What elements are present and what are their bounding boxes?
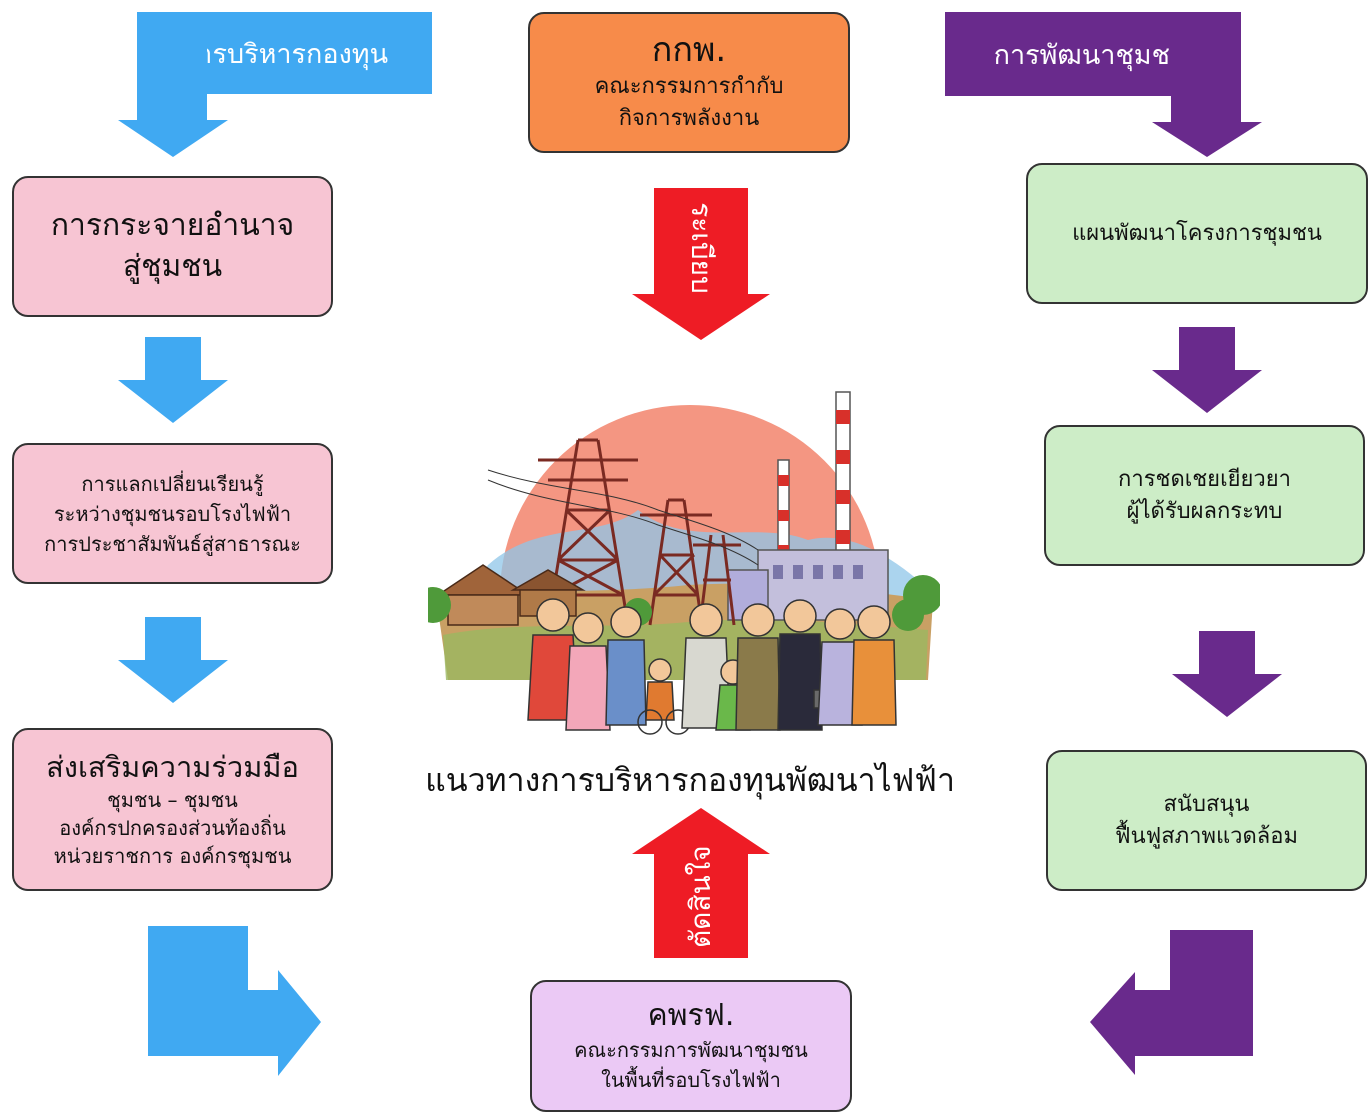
center-top-box-erc: กกพ. คณะกรรมการกำกับ กิจการพลังงาน [528,12,850,153]
center-down-red-arrow-icon [632,188,770,340]
left-box1-line1: การกระจายอำนาจ [50,208,295,243]
right-box3-line1: สนับสนุน [1163,791,1250,817]
left-box3-line2: องค์กรปกครองส่วนท้องถิ่น [59,816,286,841]
right-box3-line2: ฟื้นฟูสภาพแวดล้อม [1115,823,1298,849]
right-box2-line1: การชดเชยเยียวยา [1118,466,1291,492]
left-header-label: การบริหารกองทุน [180,38,389,70]
left-header-down-arrow-icon [118,12,228,157]
right-box2-line2: ผู้ได้รับผลกระทบ [1126,498,1283,524]
left-box3-title: ส่งเสริมความร่วมมือ [46,749,299,784]
right-down-arrow-1-icon [1152,327,1262,413]
right-box-community-plan: แผนพัฒนาโครงการชุมชน [1026,163,1368,304]
right-down-arrow-2-icon [1172,631,1282,717]
left-box2-line3: การประชาสัมพันธ์สู่สาธารณะ [44,531,301,556]
left-box3-line1: ชุมชน – ชุมชน [107,788,238,813]
community-power-plant-illustration [428,391,940,750]
left-box-decentralization: การกระจายอำนาจ สู่ชุมชน [12,176,333,317]
center-down-arrow-label: ระเบียบ [685,202,718,294]
right-box-compensation: การชดเชยเยียวยา ผู้ได้รับผลกระทบ [1044,425,1365,566]
right-header-down-arrow-icon [1152,12,1262,157]
center-bottom-line1: คณะกรรมการพัฒนาชุมชน [574,1037,808,1062]
left-box-cooperation: ส่งเสริมความร่วมมือ ชุมชน – ชุมชน องค์กร… [12,728,333,891]
community-people-icon [527,598,897,735]
right-box1-line1: แผนพัฒนาโครงการชุมชน [1072,220,1322,246]
center-bottom-line2: ในพื้นที่รอบโรงไฟฟ้า [601,1067,781,1092]
center-up-arrow-label: ตัดสินใจ [684,845,717,948]
center-up-red-arrow-icon [632,808,770,958]
center-caption: แนวทางการบริหารกองทุนพัฒนาไฟฟ้า [425,761,955,799]
left-turn-right-arrow-icon [148,926,321,1076]
right-box-environment: สนับสนุน ฟื้นฟูสภาพแวดล้อม [1046,750,1367,891]
right-turn-left-arrow-icon [1090,930,1253,1075]
left-down-arrow-2-icon [118,617,228,703]
tree-icon [428,575,940,631]
left-box1-line2: สู่ชุมชน [122,248,223,284]
village-hut-icon [435,564,586,626]
center-top-title: กกพ. [651,30,727,71]
left-box3-line3: หน่วยราชการ องค์กรชุมชน [53,844,292,869]
transmission-tower-icon [487,438,759,626]
center-top-line1: คณะกรรมการกำกับ [594,74,784,99]
center-bottom-box-committee: คพรฟ. คณะกรรมการพัฒนาชุมชน ในพื้นที่รอบโ… [530,980,852,1112]
right-header-label: การพัฒนาชุมชน [993,39,1189,71]
center-bottom-title: คพรฟ. [647,998,735,1034]
left-box2-line1: การแลกเปลี่ยนเรียนรู้ [81,471,264,496]
center-top-line2: กิจการพลังงาน [618,105,760,131]
left-box-knowledge-exchange: การแลกเปลี่ยนเรียนรู้ ระหว่างชุมชนรอบโรง… [12,443,333,584]
left-down-arrow-1-icon [118,337,228,423]
left-box2-line2: ระหว่างชุมชนรอบโรงไฟฟ้า [53,501,292,526]
